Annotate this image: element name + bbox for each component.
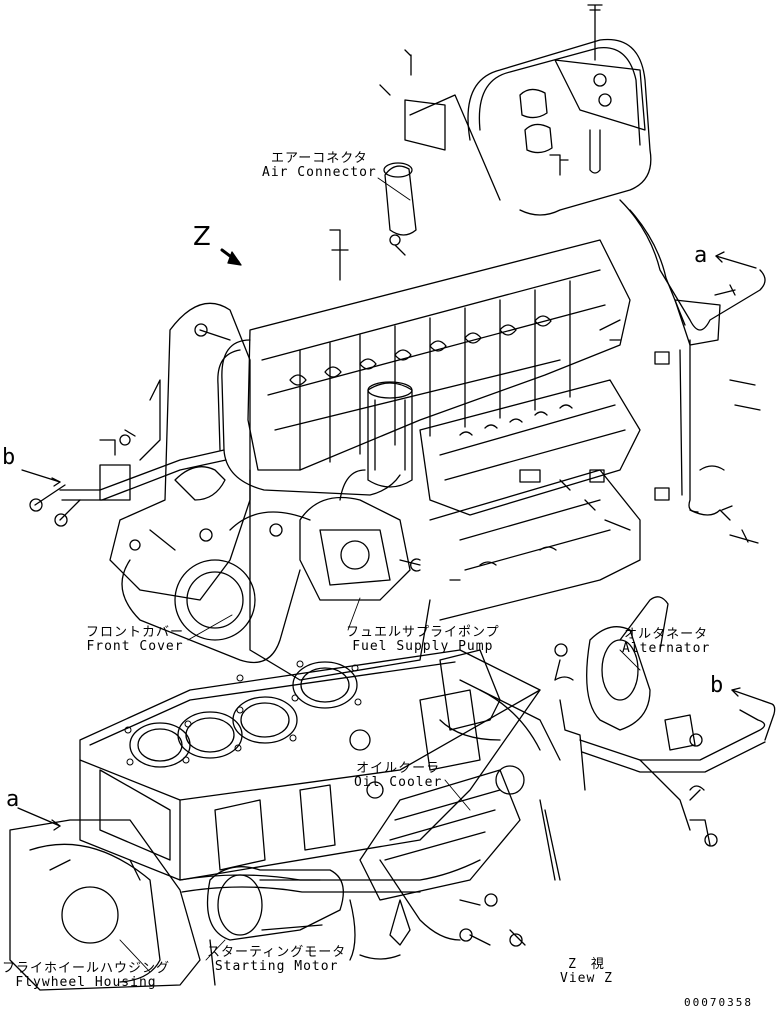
label-view-z: Z 視 View Z [560, 958, 613, 986]
label-oil-cooler-jp: オイルクーラ [356, 761, 441, 776]
label-air-connector: エアーコネクタ Air Connector [262, 152, 377, 180]
b-marker-right: b [710, 673, 723, 698]
label-view-z-en: View Z [560, 971, 613, 986]
label-fuel-supply-pump-en: Fuel Supply Pump [352, 639, 494, 654]
label-front-cover-jp: フロントカバー [86, 625, 185, 640]
label-fuel-supply-pump-jp: フュエルサプライポンプ [346, 625, 500, 640]
a-marker-left: a [6, 787, 19, 812]
label-alternator-jp: オルタネータ [624, 627, 709, 642]
label-starting-motor: スターティングモータ Starting Motor [207, 946, 346, 974]
label-air-connector-jp: エアーコネクタ [271, 151, 368, 166]
lower-engine-assembly [9, 596, 776, 991]
label-oil-cooler-en: Oil Cooler [354, 775, 443, 790]
label-flywheel-housing-en: Flywheel Housing [15, 975, 157, 990]
document-number: 00070358 [684, 996, 753, 1009]
label-front-cover-en: Front Cover [86, 639, 184, 654]
label-fuel-supply-pump: フュエルサプライポンプ Fuel Supply Pump [346, 626, 500, 654]
label-front-cover: フロントカバー Front Cover [86, 626, 184, 654]
z-marker: Z [193, 222, 211, 252]
upper-engine-assembly [21, 4, 766, 681]
label-air-connector-en: Air Connector [262, 165, 377, 180]
label-view-z-jp: Z 視 [568, 957, 605, 972]
label-oil-cooler: オイルクーラ Oil Cooler [354, 762, 442, 790]
leader-lines [119, 177, 641, 973]
b-marker-left: b [2, 445, 15, 470]
label-flywheel-housing: フライホイールハウジング Flywheel Housing [2, 962, 170, 990]
label-flywheel-housing-jp: フライホイールハウジング [2, 961, 171, 976]
label-starting-motor-jp: スターティングモータ [207, 945, 347, 960]
label-alternator: オルタネータ Alternator [622, 628, 710, 656]
label-alternator-en: Alternator [622, 641, 711, 656]
a-marker-top: a [694, 243, 707, 268]
label-starting-motor-en: Starting Motor [214, 959, 339, 974]
